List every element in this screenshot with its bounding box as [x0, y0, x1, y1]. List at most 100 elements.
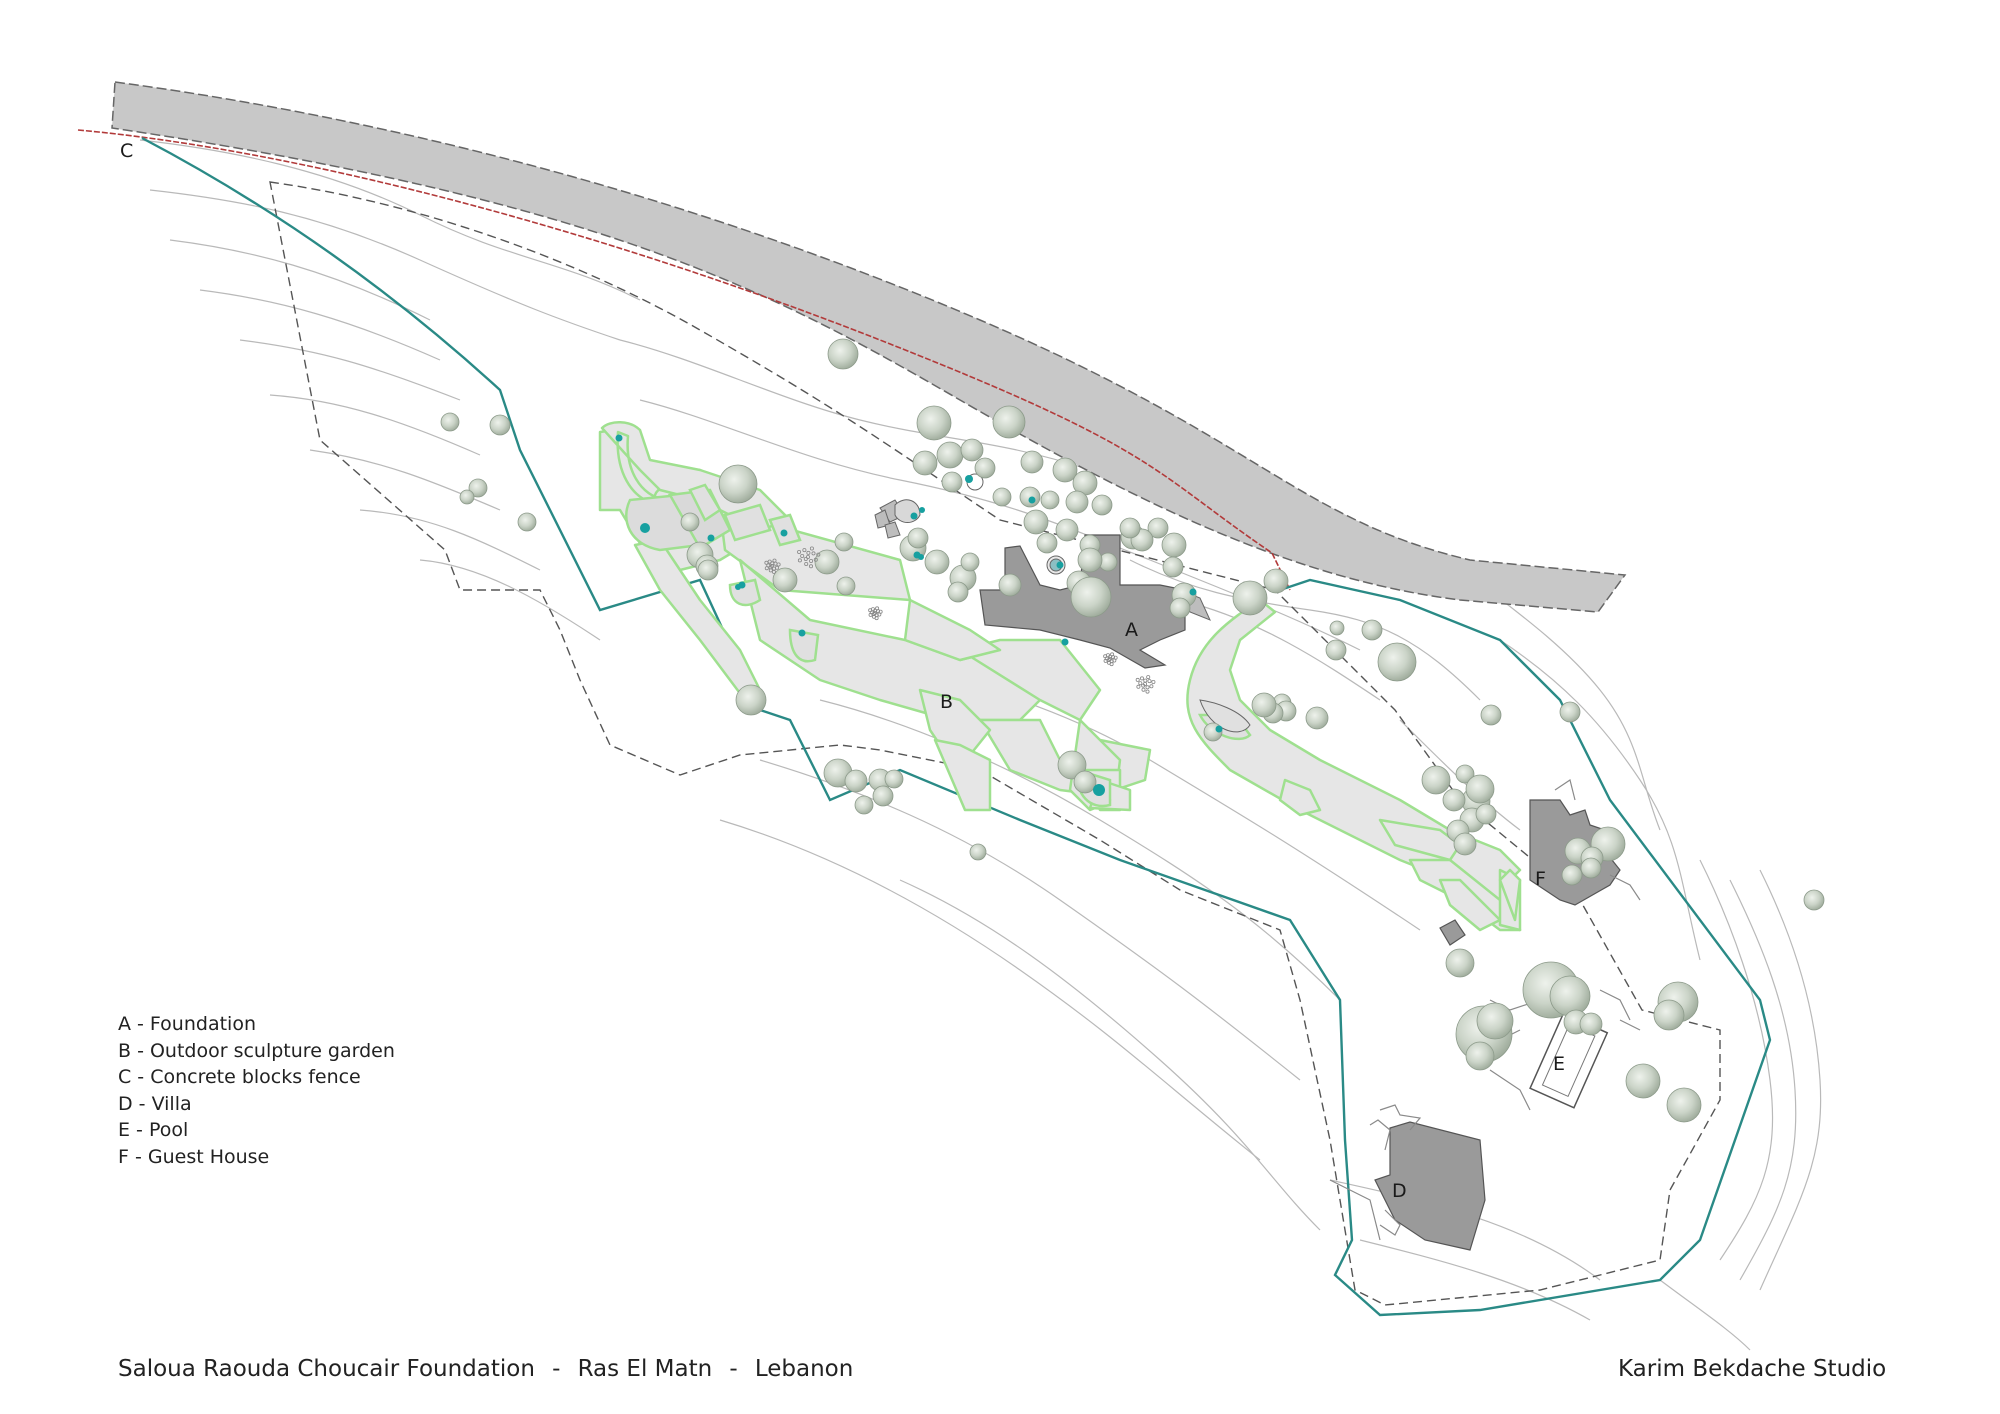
gravel-stone: [775, 565, 780, 570]
building-villa: [1374, 1121, 1486, 1251]
tree: [1023, 509, 1049, 535]
gravel-stone: [868, 612, 873, 617]
tree: [974, 457, 996, 479]
tree: [1465, 1041, 1495, 1071]
tree: [440, 412, 460, 432]
sculpture-dot: [918, 554, 924, 560]
gravel-stone: [776, 562, 781, 567]
tree: [1036, 532, 1058, 554]
tree: [941, 471, 963, 493]
gravel-stone: [806, 550, 811, 555]
tree: [1305, 706, 1329, 730]
sculpture-dot: [780, 529, 788, 537]
sculpture-terraces: [625, 483, 1252, 808]
gravel-stone: [767, 559, 772, 564]
tree: [1325, 639, 1347, 661]
tree: [1162, 556, 1184, 578]
gravel-stone: [804, 562, 809, 567]
tree: [1803, 889, 1825, 911]
tree: [884, 769, 904, 789]
project-location: Ras El Matn: [577, 1356, 713, 1382]
tree: [1070, 576, 1112, 618]
tree: [1055, 518, 1079, 542]
legend-item-f: F - Guest House: [118, 1145, 270, 1168]
tree: [1455, 764, 1475, 784]
tree: [1476, 1002, 1514, 1040]
gravel-stone: [809, 546, 814, 551]
sculpture-dot: [615, 434, 623, 442]
gravel-stone: [1113, 655, 1118, 660]
tree: [872, 785, 894, 807]
tree: [1065, 490, 1089, 514]
project-caption: Saloua Raouda Choucair Foundation - Ras …: [118, 1356, 853, 1382]
tree: [1465, 774, 1495, 804]
tree: [827, 338, 859, 370]
sculpture-dot: [910, 512, 918, 520]
gravel-stone: [1136, 684, 1141, 689]
tree: [854, 795, 874, 815]
caption-separator-2: -: [729, 1356, 738, 1382]
sculpture-dot: [735, 584, 741, 590]
sculpture-dot: [798, 629, 806, 637]
gravel-stone: [797, 558, 802, 563]
tree: [1169, 597, 1191, 619]
gravel-stone: [768, 568, 773, 573]
tree: [1559, 701, 1581, 723]
tree: [1329, 620, 1345, 636]
legend-item-e: E - Pool: [118, 1119, 189, 1142]
tree: [907, 527, 929, 549]
gravel-stone: [772, 558, 777, 563]
tree: [1232, 580, 1268, 616]
sculpture-markers: [615, 434, 1223, 796]
tree: [1040, 490, 1060, 510]
tree: [960, 552, 980, 572]
tree: [844, 769, 868, 793]
gravel-stone: [1147, 679, 1152, 684]
tree: [960, 438, 984, 462]
gravel-stone: [764, 566, 769, 571]
sculpture-dot: [640, 523, 650, 533]
concrete-road-band: [111, 81, 1627, 613]
tree: [1421, 765, 1451, 795]
tree: [814, 549, 840, 575]
tree: [1580, 857, 1602, 879]
sculpture-dot: [1061, 638, 1069, 646]
tree: [1549, 975, 1591, 1017]
tree: [969, 843, 987, 861]
gravel-stone: [802, 548, 807, 553]
tree: [1625, 1063, 1661, 1099]
gravel-stone: [1145, 685, 1150, 690]
tree: [834, 532, 854, 552]
label-c: C: [120, 140, 133, 162]
tree: [998, 573, 1022, 597]
tree: [697, 559, 719, 581]
tree: [836, 576, 856, 596]
sculpture-dot: [1215, 725, 1223, 733]
tree: [1020, 450, 1044, 474]
tree: [489, 414, 511, 436]
gravel-stone: [1109, 662, 1114, 667]
gravel-stone: [1146, 675, 1151, 680]
tree: [1251, 692, 1277, 718]
sculpture-dot: [919, 507, 925, 513]
gravel-stone: [1143, 678, 1148, 683]
studio-credit: Karim Bekdache Studio: [1618, 1356, 1887, 1382]
legend-item-a: A - Foundation: [118, 1013, 256, 1035]
tree: [1073, 770, 1097, 794]
tree: [1057, 750, 1087, 780]
gravel-stone: [874, 616, 879, 621]
tree: [468, 478, 488, 498]
label-f: F: [1535, 868, 1546, 890]
gravel-stone: [809, 559, 814, 564]
gravel-stone: [811, 551, 816, 556]
tree: [517, 512, 537, 532]
setback-line: [269, 181, 1721, 1306]
sculpture-dot: [1189, 588, 1197, 596]
legend-item-b: B - Outdoor sculpture garden: [118, 1039, 395, 1062]
gravel-stone: [1138, 681, 1143, 686]
gravel-stone: [1145, 689, 1150, 694]
sculpture-dot: [1028, 496, 1036, 504]
tree: [1147, 517, 1169, 539]
garden-paths: [598, 426, 1522, 932]
gravel-stone: [1149, 684, 1154, 689]
